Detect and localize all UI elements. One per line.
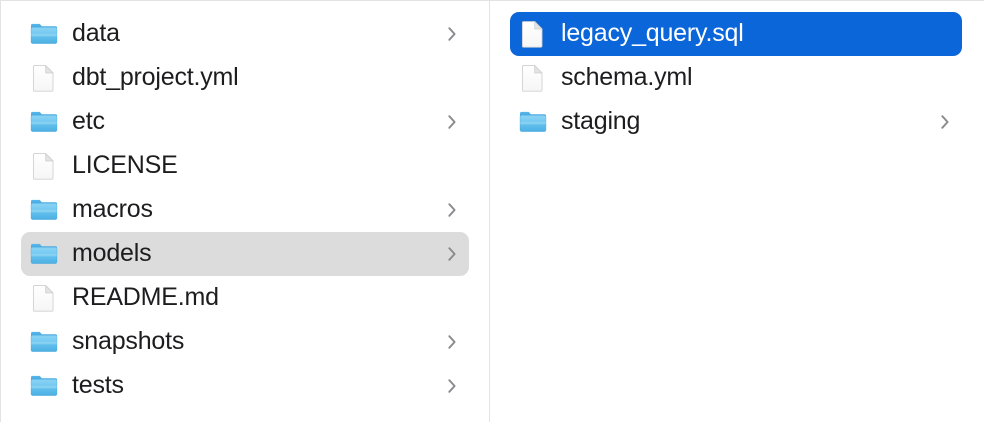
chevron-right-icon[interactable] [445,376,459,396]
folder-name-label: snapshots [72,326,185,355]
chevron-right-icon[interactable] [445,332,459,352]
chevron-right-icon[interactable] [445,24,459,44]
chevron-right-icon[interactable] [445,200,459,220]
folder-name-label: macros [72,194,153,223]
document-icon [29,151,59,181]
folder-row[interactable]: macros [21,188,469,232]
document-icon [518,19,548,49]
document-icon [518,63,548,93]
file-row[interactable]: LICENSE [21,144,469,188]
file-row[interactable]: schema.yml [510,56,962,100]
folder-icon [29,239,59,269]
folder-icon [29,19,59,49]
chevron-right-icon[interactable] [938,112,952,132]
folder-row[interactable]: tests [21,364,469,408]
folder-row[interactable]: staging [510,100,962,144]
folder-name-label: etc [72,106,105,135]
chevron-spacer [445,288,459,308]
file-name-label: schema.yml [561,62,693,91]
folder-row[interactable]: models [21,232,469,276]
chevron-right-icon[interactable] [445,244,459,264]
folder-name-label: tests [72,370,124,399]
file-browser-column-1[interactable]: legacy_query.sql schema.yml staging [490,1,984,422]
folder-icon [29,327,59,357]
folder-row[interactable]: snapshots [21,320,469,364]
file-name-label: LICENSE [72,150,178,179]
file-browser-column-0[interactable]: data dbt_project.yml etc [1,1,490,422]
file-name-label: legacy_query.sql [561,18,744,47]
file-name-label: README.md [72,282,219,311]
file-row[interactable]: dbt_project.yml [21,56,469,100]
folder-name-label: models [72,238,152,267]
document-icon [29,63,59,93]
document-icon [29,283,59,313]
file-row[interactable]: legacy_query.sql [510,12,962,56]
chevron-spacer [445,156,459,176]
folder-name-label: data [72,18,120,47]
folder-icon [29,107,59,137]
chevron-spacer [938,24,952,44]
folder-icon [29,195,59,225]
folder-icon [518,107,548,137]
folder-row[interactable]: etc [21,100,469,144]
chevron-spacer [445,68,459,88]
file-name-label: dbt_project.yml [72,62,239,91]
folder-icon [29,371,59,401]
chevron-spacer [938,68,952,88]
chevron-right-icon[interactable] [445,112,459,132]
file-row[interactable]: README.md [21,276,469,320]
folder-row[interactable]: data [21,12,469,56]
folder-name-label: staging [561,106,641,135]
